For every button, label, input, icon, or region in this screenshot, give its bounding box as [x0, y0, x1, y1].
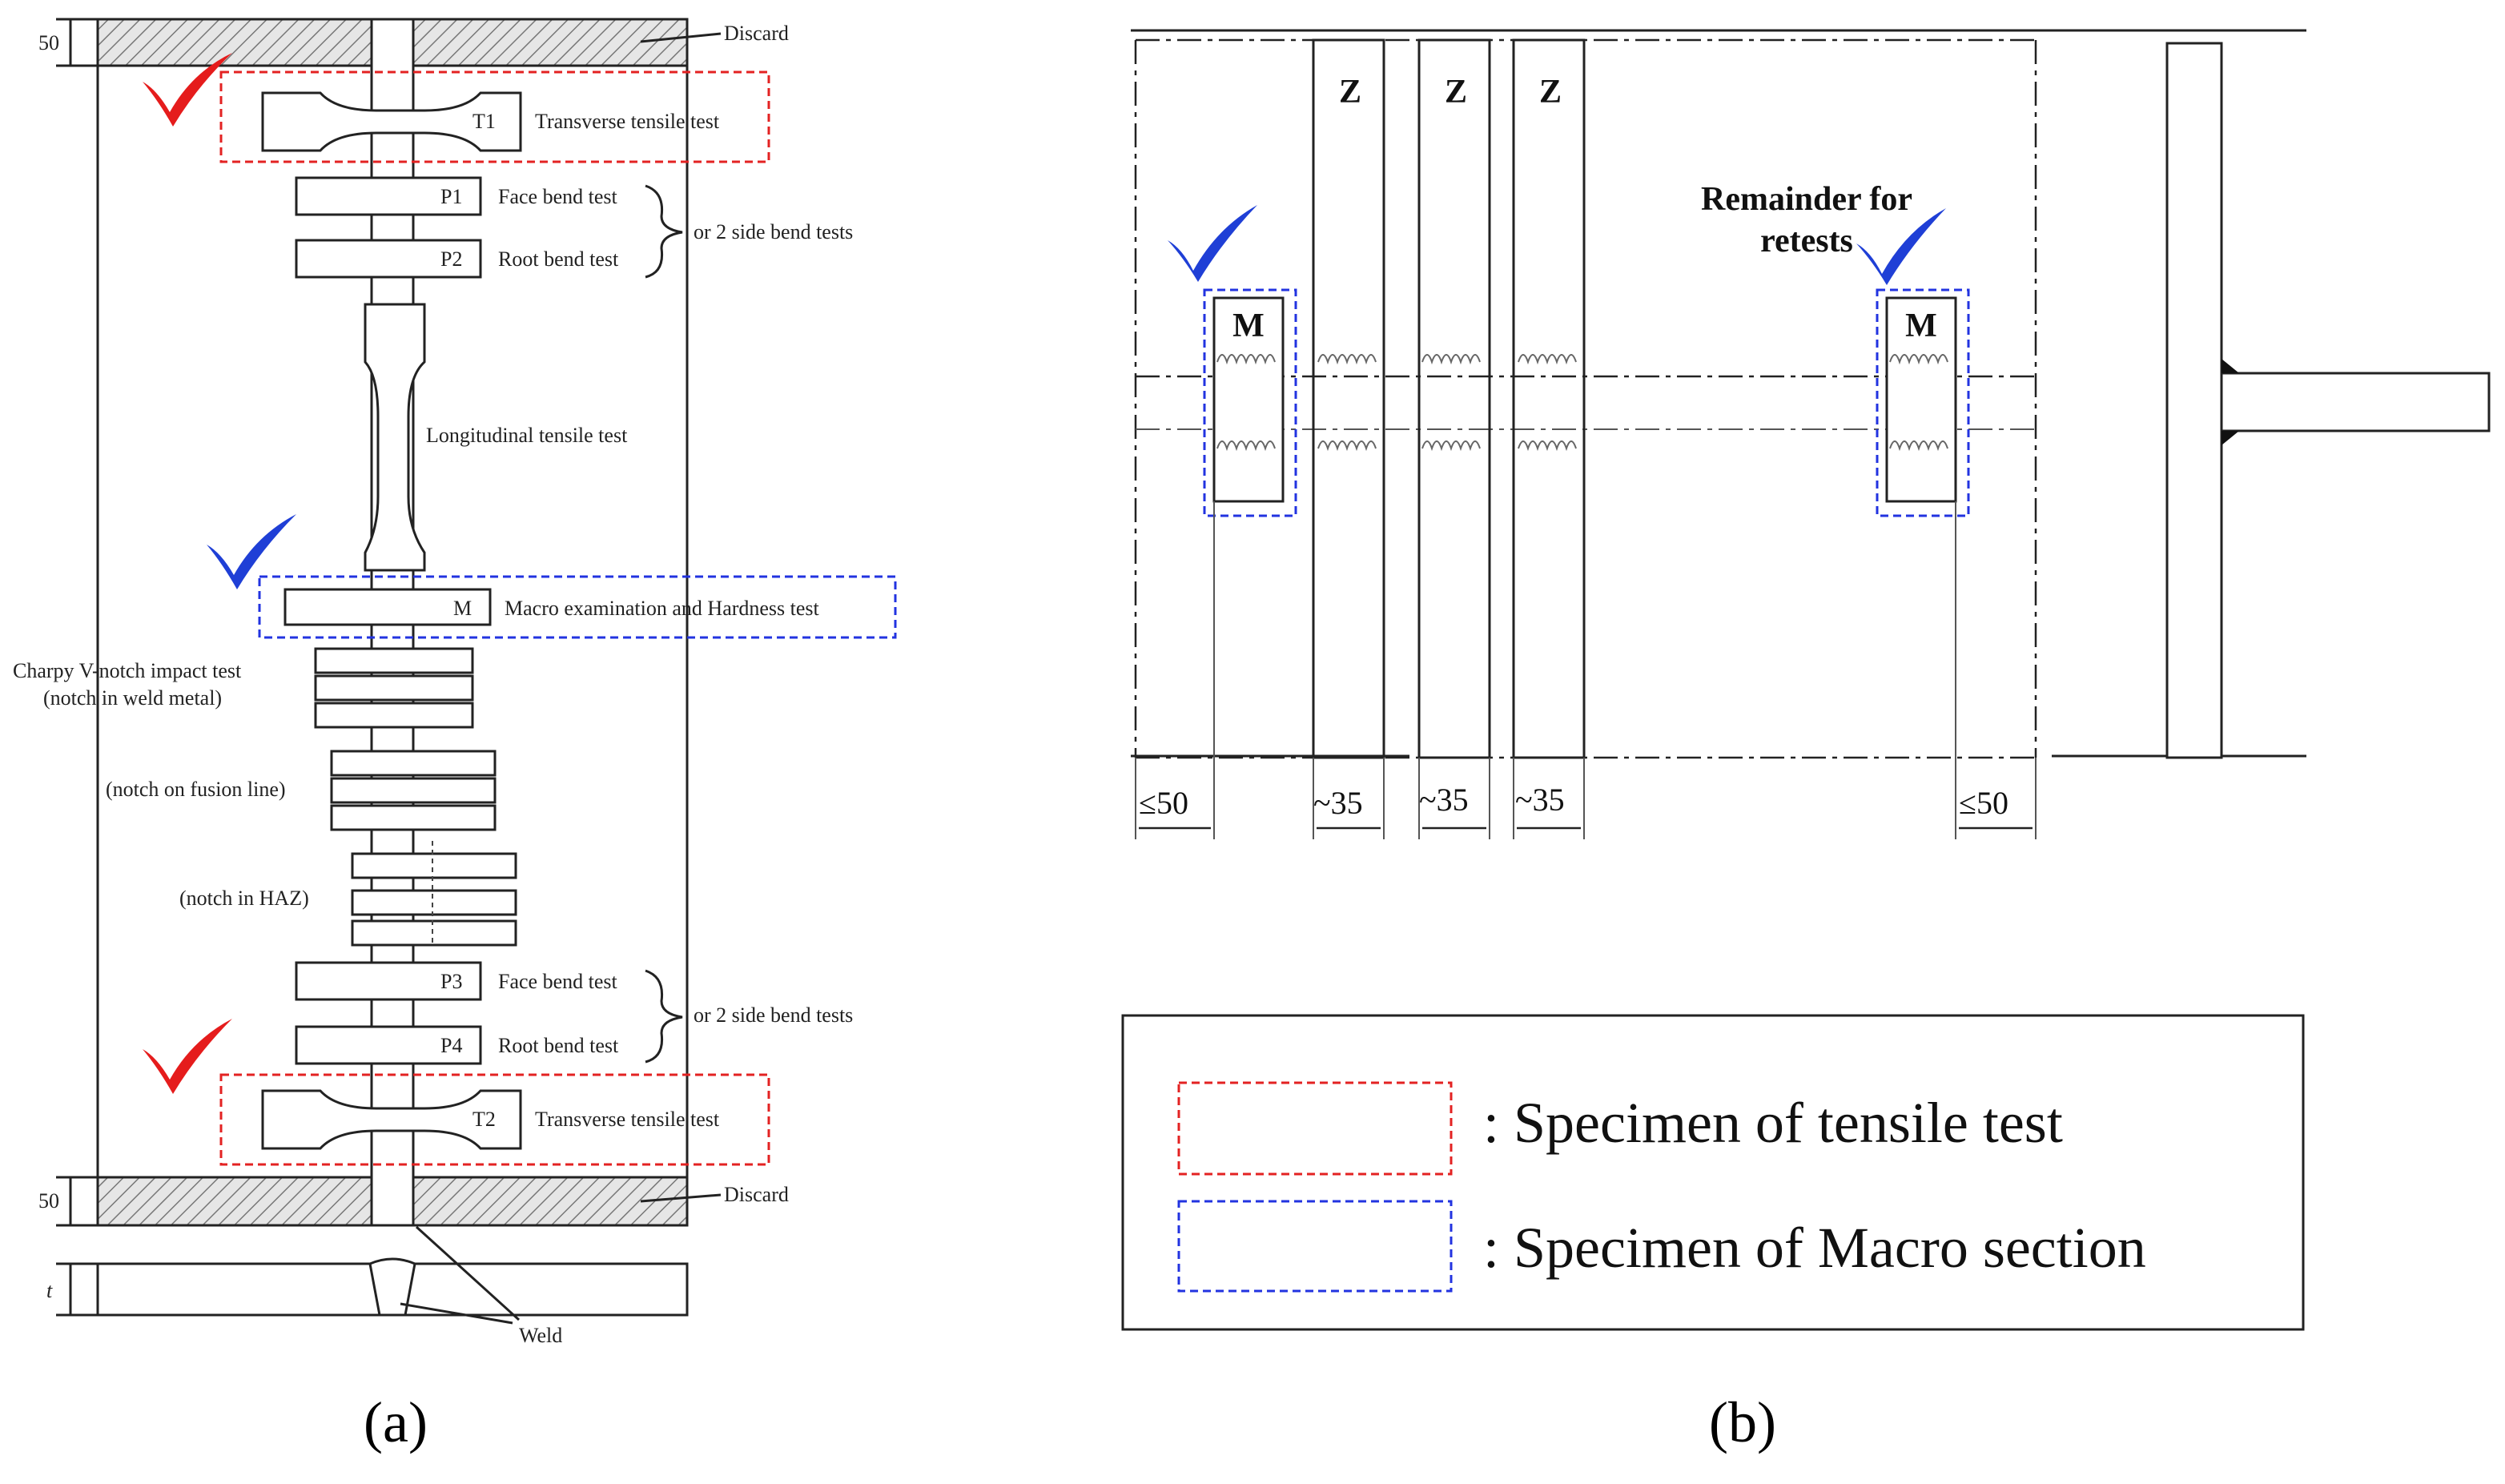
dim-z2: ~35 [1419, 782, 1469, 818]
specimen-m-code: M [453, 597, 472, 620]
macro-highlight-m [258, 575, 897, 639]
red-check-icon [143, 1019, 232, 1094]
specimen-p1-label: Face bend test [498, 185, 618, 208]
caption-b: (b) [1709, 1390, 1776, 1454]
dim-z3: ~35 [1515, 782, 1565, 818]
legend-frame [1121, 1014, 2305, 1331]
dim-right-max: ≤50 [1959, 785, 2008, 821]
macro-highlight-right [1876, 288, 1970, 517]
specimen-p3-label: Face bend test [498, 970, 618, 993]
remainder-line2: retests [1760, 223, 1853, 259]
m-specimen-right [1885, 296, 1957, 503]
notch-haz-label: (notch in HAZ) [179, 887, 309, 910]
specimen-t2-label: Transverse tensile test [535, 1108, 720, 1131]
specimen-p1 [295, 176, 482, 216]
t-joint-side-view [2052, 29, 2491, 759]
dim-50-top: 50 [38, 31, 59, 54]
specimen-p2-label: Root bend test [498, 247, 619, 271]
specimen-p4-code: P4 [440, 1034, 462, 1057]
m-label-left: M [1232, 308, 1265, 344]
specimen-t1-code: T1 [472, 110, 496, 133]
tensile-highlight-t1 [219, 70, 770, 163]
legend: : Specimen of tensile test : Specimen of… [1121, 1014, 2305, 1331]
charpy-set-fusion-line [330, 750, 497, 831]
panel-a: 50 50 Discard Discard T1 Transverse tens… [13, 18, 897, 1454]
dim-left-max: ≤50 [1139, 785, 1188, 821]
specimen-p4-label: Root bend test [498, 1034, 619, 1057]
charpy-set-haz [351, 841, 517, 947]
tensile-highlight-t2 [219, 1073, 770, 1166]
dim-50-bottom: 50 [38, 1189, 59, 1213]
side-bend-alt-1: or 2 side bend tests [694, 220, 853, 243]
legend-tensile-label: : Specimen of tensile test [1483, 1091, 2063, 1155]
blue-check-icon [1168, 205, 1257, 282]
dim-z1: ~35 [1313, 785, 1363, 821]
z-specimen-3 [1512, 38, 1586, 759]
m-specimen-left [1212, 296, 1285, 503]
specimen-t2-code: T2 [472, 1108, 496, 1131]
remainder-line1: Remainder for [1701, 181, 1912, 218]
longitudinal-label: Longitudinal tensile test [426, 424, 628, 447]
specimen-p2-code: P2 [440, 247, 462, 271]
legend-macro-label: : Specimen of Macro section [1483, 1216, 2146, 1280]
blue-check-icon [207, 514, 296, 589]
blue-check-icon [1856, 208, 1946, 285]
z-specimen-1 [1312, 38, 1385, 759]
charpy-set-weld-metal [314, 647, 474, 729]
specimen-t2 [261, 1089, 522, 1150]
specimen-t1 [261, 91, 522, 152]
caption-a: (a) [364, 1390, 428, 1454]
charpy-label-line1: Charpy V-notch impact test [13, 659, 242, 682]
weld-bead-section [368, 1257, 416, 1317]
legend-swatch-macro [1177, 1200, 1453, 1293]
specimen-p3-code: P3 [440, 970, 462, 993]
side-bend-alt-2: or 2 side bend tests [694, 1003, 853, 1027]
discard-label-top: Discard [724, 22, 789, 45]
dim-thickness: t [46, 1279, 53, 1302]
discard-label-bottom: Discard [724, 1183, 789, 1206]
z-label-1: Z [1339, 74, 1361, 111]
specimen-p2 [295, 239, 482, 279]
weld-bead-ripples [1216, 354, 1948, 452]
specimen-p4 [295, 1025, 482, 1065]
specimen-t1-label: Transverse tensile test [535, 110, 720, 133]
specimen-p1-code: P1 [440, 185, 462, 208]
specimen-m [283, 588, 492, 626]
specimen-p3 [295, 961, 482, 1001]
z-label-3: Z [1539, 74, 1562, 111]
z-specimen-2 [1417, 38, 1491, 759]
dimension-extension-lines [1135, 501, 2037, 839]
z-label-2: Z [1445, 74, 1467, 111]
specimen-longitudinal [364, 303, 426, 572]
notch-fusion-label: (notch on fusion line) [106, 778, 286, 801]
panel-b: Z Z Z M M [1131, 29, 2491, 1454]
m-label-right: M [1905, 308, 1937, 344]
charpy-label-line2: (notch in weld metal) [43, 686, 222, 710]
macro-highlight-left [1203, 288, 1297, 517]
specimen-m-label: Macro examination and Hardness test [505, 597, 820, 620]
legend-swatch-tensile [1177, 1081, 1453, 1176]
weld-label: Weld [519, 1324, 562, 1347]
red-check-icon [143, 53, 232, 127]
